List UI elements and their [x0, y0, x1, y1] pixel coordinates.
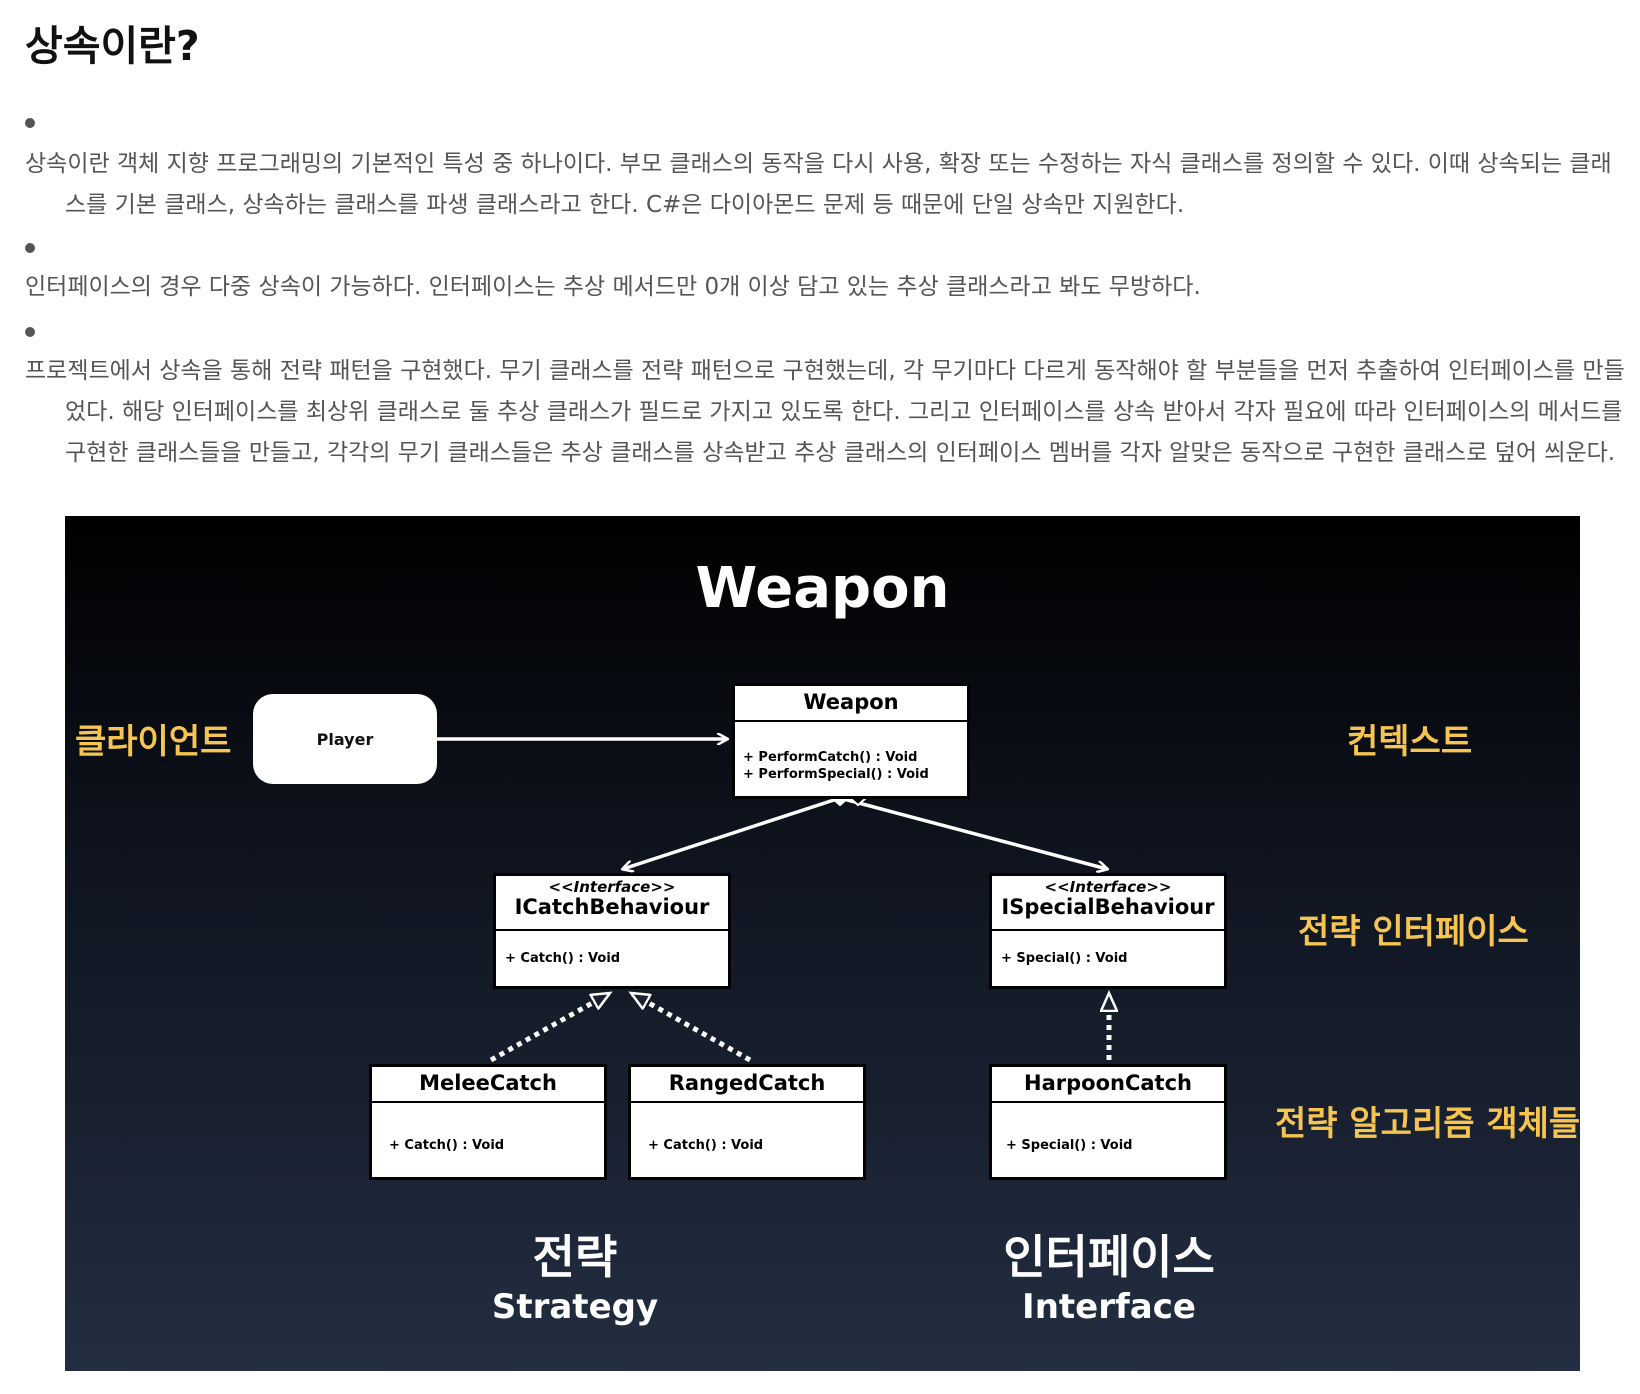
diagram-connectors — [437, 516, 1580, 1063]
weapon-class-name: Weapon — [803, 690, 899, 714]
strategy-caption-en: Strategy — [491, 1287, 659, 1327]
icatch-stereotype: <<Interface>> — [548, 878, 676, 896]
ispecial-interface-box: <<Interface>> ISpecialBehaviour + Specia… — [989, 873, 1227, 989]
ispecial-stereotype: <<Interface>> — [1044, 878, 1172, 896]
label-strategy-interface: 전략 인터페이스 — [1298, 912, 1529, 952]
strategy-caption: 전략 Strategy — [445, 1229, 705, 1329]
harpoon-class-name: HarpoonCatch — [1024, 1071, 1192, 1095]
melee-method: + Catch() : Void — [389, 1138, 505, 1153]
bullet-icon — [25, 327, 35, 337]
ranged-catch-class-box: RangedCatch + Catch() : Void — [628, 1064, 866, 1180]
page-title: 상속이란? — [25, 22, 200, 70]
diagram-title: Weapon — [695, 556, 950, 621]
harpoon-catch-class-box: HarpoonCatch + Special() : Void — [989, 1064, 1227, 1180]
icatch-interface-name: ICatchBehaviour — [514, 895, 710, 919]
weapon-class-box: Weapon + PerformCatch() : Void + Perform… — [732, 683, 970, 799]
weapon-method-perform-special: + PerformSpecial() : Void — [743, 767, 929, 782]
bullet-icon — [25, 118, 35, 128]
paragraph-interface: 인터페이스의 경우 다중 상속이 가능하다. 인터페이스는 추상 메서드만 0개… — [25, 274, 1201, 300]
paragraph-strategy-pattern: 프로젝트에서 상속을 통해 전략 패턴을 구현했다. 무기 클래스를 전략 패턴… — [25, 358, 1625, 466]
interface-caption-ko: 인터페이스 — [1003, 1230, 1215, 1284]
interface-caption: 인터페이스 Interface — [969, 1229, 1249, 1329]
weapon-to-icatch-arrow — [623, 796, 841, 869]
paragraph-inheritance: 상속이란 객체 지향 프로그래밍의 기본적인 특성 중 하나이다. 부모 클래스… — [25, 151, 1612, 218]
melee-realizes-icatch — [489, 990, 610, 1063]
label-context: 컨텍스트 — [1347, 722, 1473, 762]
strategy-pattern-diagram: Weapon 클라이언트 컨텍스트 전략 인터페이스 전략 알고리즘 객체들 P… — [65, 516, 1580, 1371]
ispecial-interface-name: ISpecialBehaviour — [1001, 895, 1215, 919]
ranged-class-name: RangedCatch — [668, 1071, 826, 1095]
strategy-caption-ko: 전략 — [532, 1230, 618, 1284]
weapon-to-ispecial-arrow — [839, 796, 1107, 869]
label-client: 클라이언트 — [75, 722, 232, 762]
ranged-method: + Catch() : Void — [648, 1138, 764, 1153]
label-strategy-objects: 전략 알고리즘 객체들 — [1275, 1104, 1580, 1144]
melee-catch-class-box: MeleeCatch + Catch() : Void — [369, 1064, 607, 1180]
bullet-icon — [25, 243, 35, 253]
ranged-realizes-icatch — [631, 990, 752, 1063]
harpoon-method: + Special() : Void — [1006, 1138, 1133, 1153]
interface-caption-en: Interface — [1022, 1287, 1196, 1327]
icatch-interface-box: <<Interface>> ICatchBehaviour + Catch() … — [493, 873, 731, 989]
ispecial-method: + Special() : Void — [1001, 951, 1128, 966]
weapon-method-perform-catch: + PerformCatch() : Void — [743, 750, 918, 765]
melee-class-name: MeleeCatch — [419, 1071, 557, 1095]
icatch-method: + Catch() : Void — [505, 951, 621, 966]
player-node: Player — [253, 694, 437, 784]
